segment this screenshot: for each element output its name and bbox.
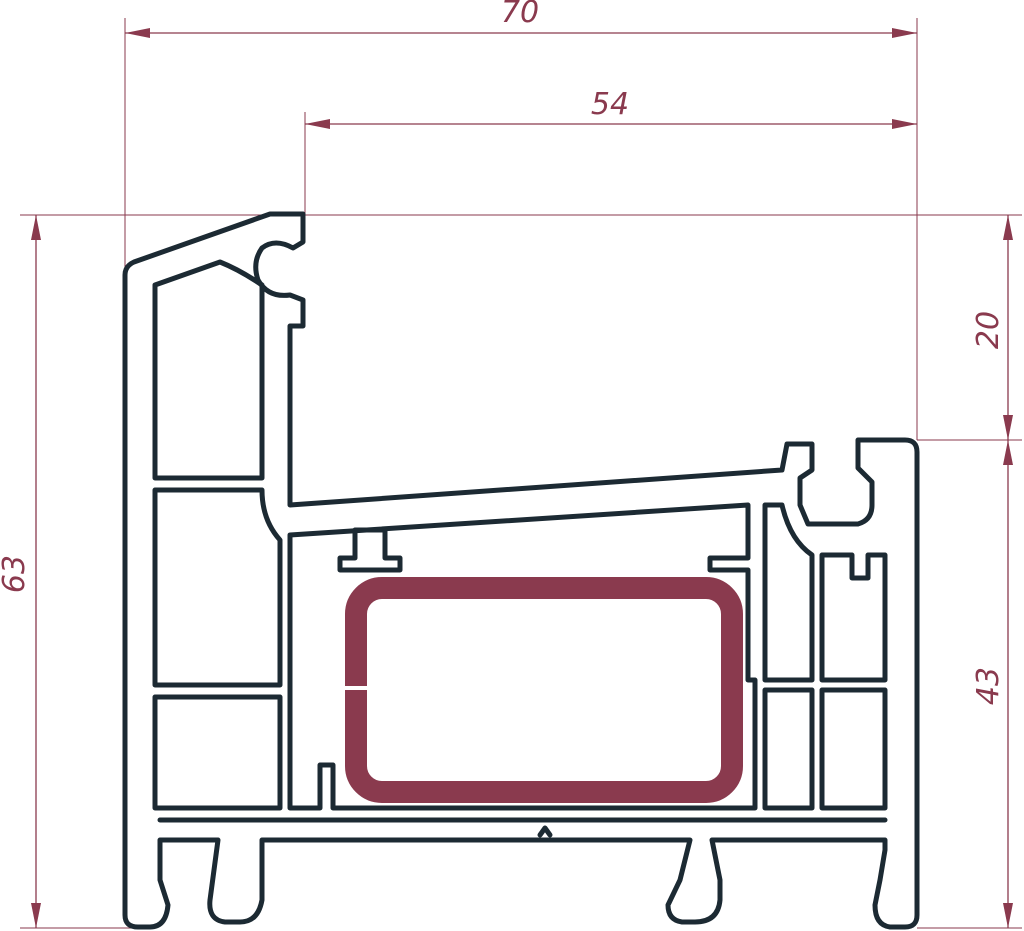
profile-outline [122,211,920,930]
dimension-label-54: 54 [591,87,629,122]
dimension-label-70: 70 [501,0,539,30]
dimension-label-43: 43 [971,667,1006,705]
dimension-lower-height: 43 [917,440,1022,929]
dimension-label-20: 20 [971,311,1006,349]
dimension-sash-width: 54 [304,87,917,215]
dimension-overall-width: 70 [124,0,918,440]
dimension-label-63: 63 [0,555,32,593]
dimension-overall-height: 63 [0,214,305,929]
dimension-upper-height: 20 [305,214,1022,441]
steel-reinforcement [344,577,743,803]
